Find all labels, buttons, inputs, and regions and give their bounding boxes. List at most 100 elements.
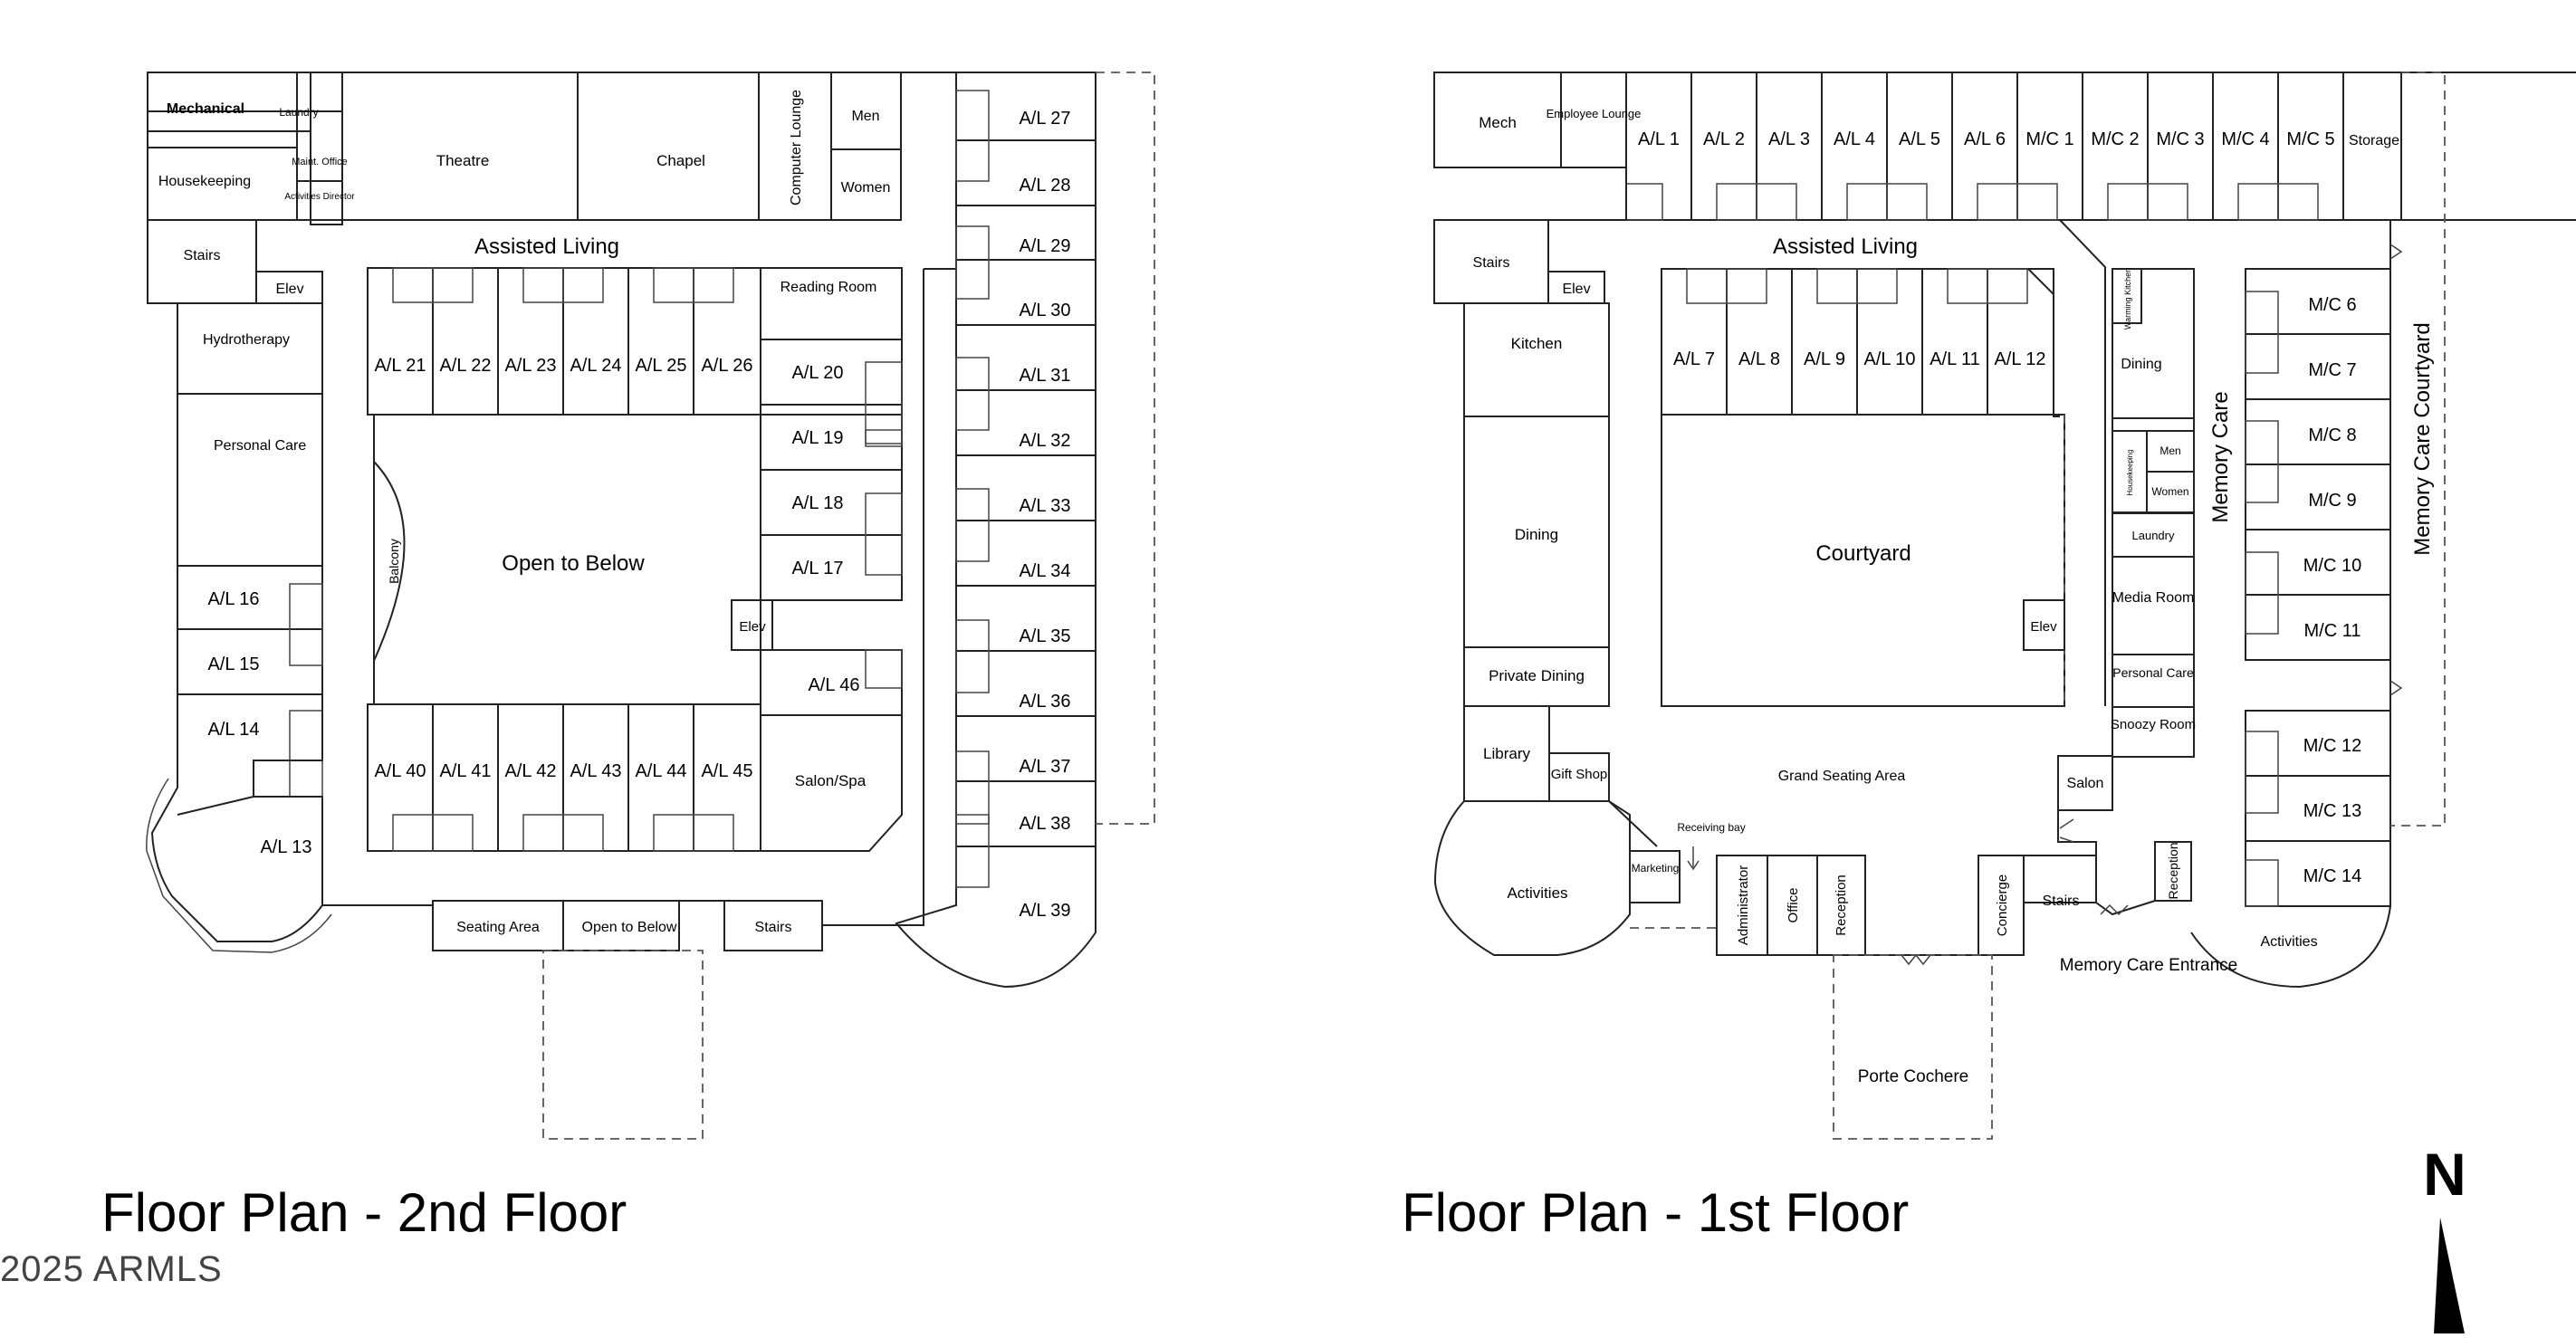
inner-top-unit-dividers bbox=[392, 267, 761, 415]
title-second-floor: Floor Plan - 2nd Floor bbox=[101, 1182, 627, 1243]
label-stairs-2f-bottom: Stairs bbox=[755, 920, 792, 935]
label-mc-10: M/C 10 bbox=[2303, 556, 2361, 576]
label-mc-12: M/C 12 bbox=[2303, 736, 2361, 756]
label-open-to-below-center: Open to Below bbox=[502, 551, 645, 576]
label-mc-1: M/C 1 bbox=[2025, 129, 2073, 149]
label-mc-dining: Dining bbox=[2121, 357, 2161, 372]
label-al-6: A/L 6 bbox=[1964, 129, 2006, 149]
label-gift-shop: Gift Shop bbox=[1551, 767, 1608, 782]
label-al-3: A/L 3 bbox=[1768, 129, 1810, 149]
memory-care-courtyard-outline bbox=[2390, 72, 2446, 827]
label-mc-8: M/C 8 bbox=[2308, 425, 2356, 445]
porte-cochere bbox=[1833, 954, 1993, 1140]
label-stairs-2f-top: Stairs bbox=[184, 248, 221, 263]
label-al-4: A/L 4 bbox=[1834, 129, 1875, 149]
title-first-floor: Floor Plan - 1st Floor bbox=[1402, 1182, 1910, 1243]
label-storage: Storage bbox=[2349, 133, 2399, 148]
room-warming-kitchen bbox=[2112, 268, 2142, 324]
room-activities-1f bbox=[1433, 800, 1631, 956]
label-employee-lounge: Employee Lounge bbox=[1547, 107, 1642, 120]
label-al-10: A/L 10 bbox=[1863, 349, 1915, 369]
label-al-9: A/L 9 bbox=[1804, 349, 1845, 369]
dashed-outline-2f-right bbox=[1096, 72, 1155, 825]
label-warming-kitchen: Warming Kitchen bbox=[2123, 268, 2132, 330]
label-theatre: Theatre bbox=[436, 152, 490, 169]
label-al-17: A/L 17 bbox=[791, 559, 843, 578]
label-elev-2f-center: Elev bbox=[739, 619, 766, 635]
label-mc-14: M/C 14 bbox=[2303, 866, 2361, 886]
elev-2f-center bbox=[731, 599, 773, 651]
label-laundry-1f: Laundry bbox=[2132, 529, 2175, 542]
label-computer-lounge: Computer Lounge bbox=[789, 90, 804, 205]
room-concierge bbox=[1977, 855, 2025, 956]
label-salon-1f: Salon bbox=[2067, 776, 2104, 791]
label-reception-right: Reception bbox=[2166, 842, 2180, 899]
label-al-1: A/L 1 bbox=[1638, 129, 1680, 149]
label-al-44: A/L 44 bbox=[635, 761, 686, 781]
courtyard-top-units bbox=[1661, 268, 2054, 416]
label-memory-care: Memory Care bbox=[2208, 391, 2233, 522]
label-porte-cochere: Porte Cochere bbox=[1858, 1067, 1969, 1086]
label-memory-care-courtyard: Memory Care Courtyard bbox=[2410, 322, 2435, 555]
label-receiving-bay: Receiving bay bbox=[1677, 821, 1745, 834]
room-personal-care-1f bbox=[2112, 654, 2195, 708]
label-media-room: Media Room bbox=[2112, 590, 2195, 606]
dashed-canopy-2f bbox=[542, 950, 704, 1140]
label-laundry: Laundry bbox=[279, 106, 318, 119]
label-al-45: A/L 45 bbox=[701, 761, 752, 781]
copyright-text: 2025 ARMLS bbox=[0, 1249, 223, 1289]
label-al-23: A/L 23 bbox=[504, 356, 556, 376]
label-elev-1f-left: Elev bbox=[1562, 282, 1590, 297]
label-mc-13: M/C 13 bbox=[2303, 801, 2361, 821]
label-elev-2f-left: Elev bbox=[275, 282, 303, 297]
label-women-1f: Women bbox=[2151, 485, 2188, 498]
label-al-32: A/L 32 bbox=[1019, 431, 1070, 451]
label-al-37: A/L 37 bbox=[1019, 757, 1070, 777]
room-personal-care bbox=[177, 393, 323, 567]
label-al-33: A/L 33 bbox=[1019, 496, 1070, 516]
label-al-12: A/L 12 bbox=[1994, 349, 2045, 369]
label-elev-1f-center: Elev bbox=[2030, 619, 2057, 635]
label-open-to-below-bottom: Open to Below bbox=[582, 920, 677, 935]
unit-labels-1f: A/L 1 A/L 2 A/L 3 A/L 4 A/L 5 A/L 6 M/C … bbox=[1638, 129, 2361, 886]
stairs-2f-bottom bbox=[723, 900, 823, 951]
room-media-room bbox=[2112, 556, 2195, 655]
label-mc-9: M/C 9 bbox=[2308, 491, 2356, 511]
label-al-2: A/L 2 bbox=[1703, 129, 1745, 149]
room-chapel bbox=[577, 72, 760, 221]
label-administrator: Administrator bbox=[1736, 865, 1751, 945]
label-al-39: A/L 39 bbox=[1019, 901, 1070, 921]
label-al-20: A/L 20 bbox=[791, 363, 843, 383]
label-al-36: A/L 36 bbox=[1019, 692, 1070, 712]
room-theatre bbox=[341, 72, 579, 221]
label-mc-6: M/C 6 bbox=[2308, 295, 2356, 315]
label-snoozy-room: Snoozy Room bbox=[2111, 717, 2196, 732]
label-mc-3: M/C 3 bbox=[2156, 129, 2204, 149]
label-mc-5: M/C 5 bbox=[2286, 129, 2334, 149]
label-reception-left: Reception bbox=[1834, 874, 1849, 936]
label-dining-1f: Dining bbox=[1515, 526, 1558, 543]
label-mc-4: M/C 4 bbox=[2221, 129, 2269, 149]
label-housekeeping: Housekeeping bbox=[158, 174, 251, 189]
label-al-21: A/L 21 bbox=[374, 356, 426, 376]
label-al-24: A/L 24 bbox=[570, 356, 621, 376]
label-al-14: A/L 14 bbox=[207, 720, 259, 740]
unit-labels-2f: A/L 21 A/L 22 A/L 23 A/L 24 A/L 25 A/L 2… bbox=[207, 109, 1070, 921]
label-grand-seating-area: Grand Seating Area bbox=[1778, 769, 1906, 784]
label-al-13: A/L 13 bbox=[260, 837, 311, 857]
label-personal-care-2f: Personal Care bbox=[214, 438, 306, 454]
room-women bbox=[830, 148, 902, 221]
label-concierge: Concierge bbox=[1995, 874, 2010, 936]
label-mc-11: M/C 11 bbox=[2304, 621, 2361, 641]
label-assisted-living-1f: Assisted Living bbox=[1773, 234, 1918, 259]
label-men-2f: Men bbox=[851, 109, 879, 124]
top-unit-row-1f bbox=[1625, 72, 2576, 221]
elev-1f-center bbox=[2023, 599, 2065, 651]
label-mech: Mech bbox=[1479, 114, 1517, 131]
label-personal-care-1f: Personal Care bbox=[2112, 665, 2194, 680]
label-al-35: A/L 35 bbox=[1019, 626, 1070, 646]
label-al-15: A/L 15 bbox=[207, 655, 259, 674]
label-al-41: A/L 41 bbox=[439, 761, 491, 781]
label-al-19: A/L 19 bbox=[791, 428, 843, 448]
